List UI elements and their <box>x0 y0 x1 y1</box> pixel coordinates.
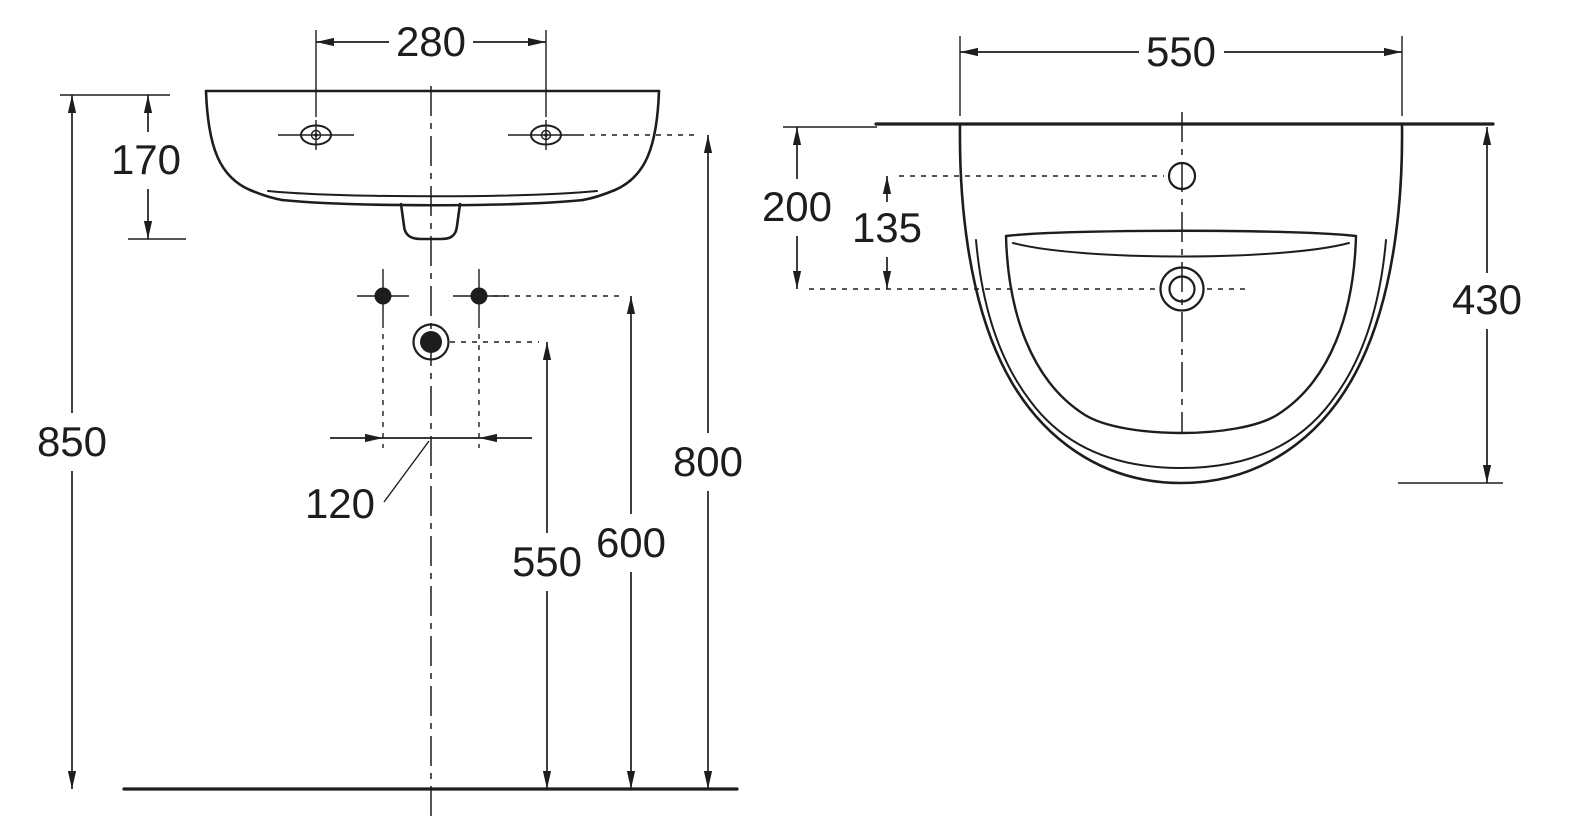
dim-280-label: 280 <box>396 18 466 65</box>
dim-800-label: 800 <box>673 438 743 485</box>
tap-hole-symbol-left <box>278 120 354 150</box>
tap-hole-symbol-right <box>508 120 584 150</box>
bolt-dot <box>374 287 392 305</box>
basin-bottom-edge <box>280 198 585 207</box>
plan-drain-symbol <box>1159 266 1205 312</box>
dim-rim-height: 850 <box>37 94 170 789</box>
dim-tap-height: 800 <box>673 135 743 789</box>
basin-left-side <box>204 89 284 202</box>
basin-drain-spout <box>399 202 462 241</box>
dim-wall-to-drain: 200 <box>762 126 877 289</box>
fixing-bolt-right <box>453 269 505 323</box>
dim-bolt-spacing: 120 <box>305 433 532 527</box>
plan-drain-inner-circle <box>1168 275 1196 303</box>
drain-inner-dot <box>420 331 442 353</box>
plan-dashed-extension-lines <box>809 175 1250 290</box>
basin-outer-edge <box>958 122 1404 485</box>
dim-600-label: 600 <box>596 519 666 566</box>
dim-overall-depth: 430 <box>1398 127 1522 484</box>
dim-550-plan-label: 550 <box>1146 28 1216 75</box>
basin-rim-inner-edge <box>975 239 1387 469</box>
dim-drain-height: 550 <box>512 342 582 789</box>
bolt-dot <box>470 287 488 305</box>
tap-hole-inner-circle <box>310 129 322 141</box>
tap-hole-center-dot <box>544 133 548 137</box>
tap-hole-circle <box>300 124 332 146</box>
drain-outlet-symbol <box>412 323 450 361</box>
plan-drain-outer-circle <box>1159 266 1205 312</box>
dim-tap-hole-spacing: 280 <box>315 18 547 117</box>
drain-outer-ring <box>412 323 450 361</box>
dim-overall-width: 550 <box>959 28 1403 116</box>
dim-120-label: 120 <box>305 480 375 527</box>
tap-hole-circle <box>530 124 562 146</box>
tap-hole-inner-circle <box>540 129 552 141</box>
dim-850-label: 850 <box>37 418 107 465</box>
tap-hole-center-dot <box>314 133 318 137</box>
bowl-opening-edge <box>1004 229 1358 435</box>
dim-200-label: 200 <box>762 183 832 230</box>
dim-430-label: 430 <box>1452 276 1522 323</box>
plan-basin-outline <box>958 122 1404 485</box>
dim-basin-height: 170 <box>111 95 186 240</box>
front-view: 280 170 850 120 550 <box>37 18 743 823</box>
plan-tap-hole-circle <box>1167 161 1197 191</box>
leader-line <box>383 440 430 503</box>
fixing-bolt-left <box>357 269 409 323</box>
dim-135-label: 135 <box>852 204 922 251</box>
basin-right-side <box>581 89 661 202</box>
plan-view: 550 200 135 430 <box>762 28 1522 485</box>
bowl-back-ledge-arc <box>1012 242 1350 258</box>
front-basin-outline <box>204 89 661 241</box>
dim-tap-to-drain: 135 <box>852 176 922 289</box>
basin-bottom-inner-edge <box>267 190 598 198</box>
dim-170-label: 170 <box>111 136 181 183</box>
dim-550-front-label: 550 <box>512 538 582 585</box>
dim-bolt-height: 600 <box>596 296 666 789</box>
